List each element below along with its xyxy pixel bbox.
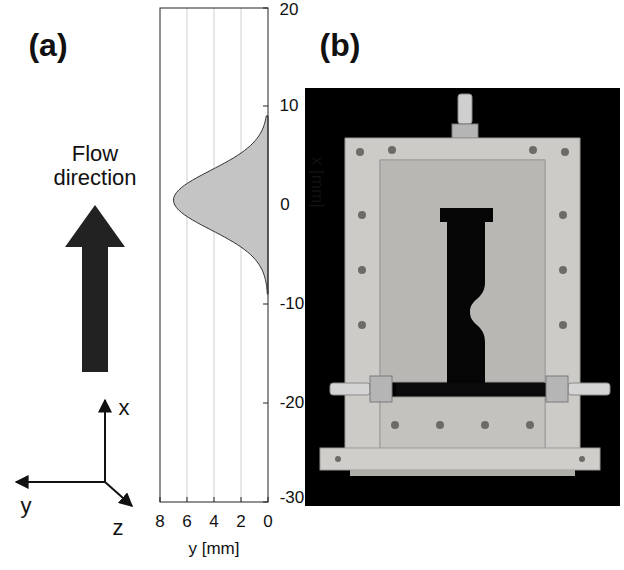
tick-label: 6 [182,513,191,532]
grid-lines [187,8,241,502]
tick-label: -30 [280,489,305,508]
gaussian-bump [174,116,269,294]
ticks [160,8,268,502]
tick-label: -10 [280,295,305,314]
axis-name: z [113,516,124,540]
axis-name: x [119,396,130,420]
tick-label: -20 [280,394,305,413]
coordinate-axes [16,400,132,506]
axis-title: x [mm] [307,157,326,208]
axis-title: y [mm] [189,540,240,559]
flow-arrow [65,205,125,372]
x-axis-arrow [104,400,106,482]
panel-label: (b) [320,28,361,63]
plot-frame [160,8,268,502]
tick-label: 2 [236,513,245,532]
tick-label: 0 [280,196,289,215]
flow-label: Flow direction [36,142,154,190]
plot [160,8,268,502]
tick-label: 4 [209,513,218,532]
tick-label: 0 [263,513,272,532]
tick-label: 20 [280,1,299,20]
device-photo [305,88,620,506]
y-axis-arrow [16,481,105,483]
z-axis-arrow [105,482,132,506]
tick-label: 8 [155,513,164,532]
tick-label: 10 [280,97,299,116]
panel-label: (a) [28,28,67,63]
axis-name: y [21,494,32,518]
